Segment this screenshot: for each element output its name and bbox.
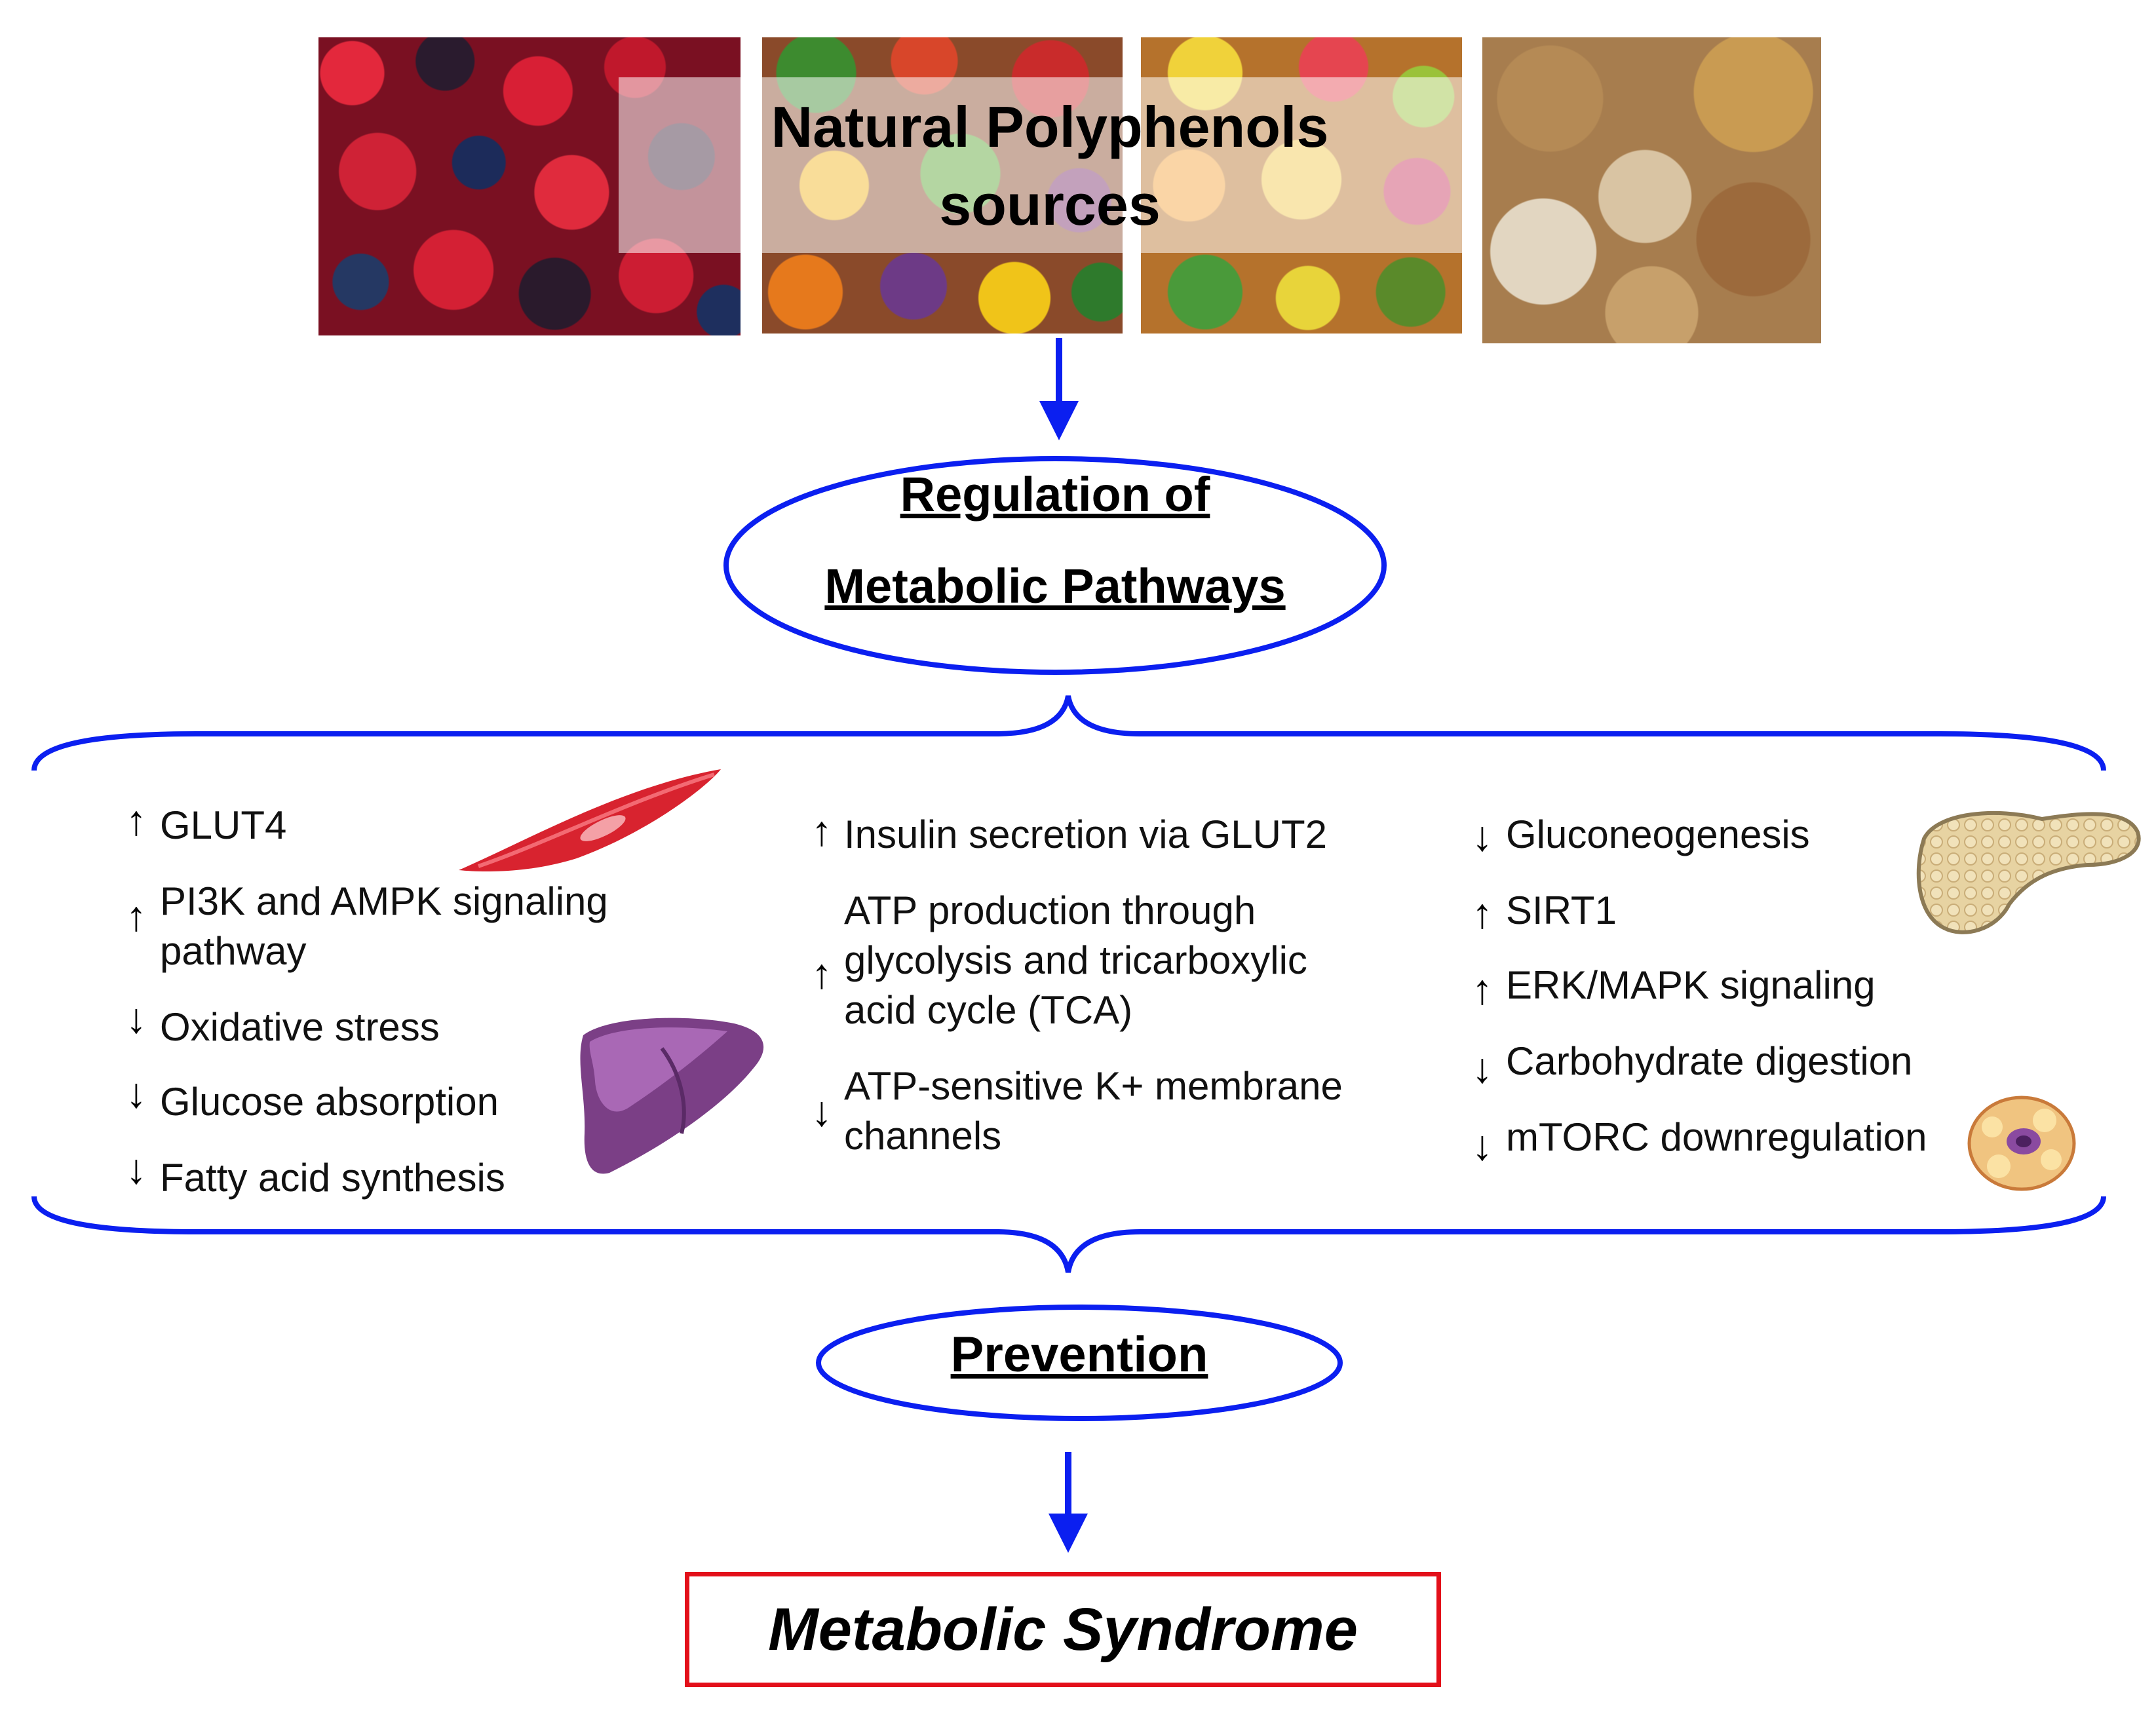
arrow-up-pi3k: ↑	[126, 892, 147, 940]
arrow-down-carbohydrate: ↓	[1472, 1044, 1493, 1092]
item-insulin-secretion: Insulin secretion via GLUT2	[844, 812, 1327, 856]
item-atp-line-2: glycolysis and tricarboxylic	[844, 938, 1307, 982]
prevention-label: Prevention	[950, 1327, 1208, 1382]
arrow-down-fatty-acid: ↓	[126, 1145, 147, 1192]
pancreas-icon	[1916, 810, 2141, 934]
item-mtorc-downregulation: mTORC downregulation	[1506, 1115, 1927, 1159]
item-pi3k-line-2: pathway	[160, 929, 307, 973]
title-overlay	[619, 77, 1481, 253]
regulation-line-2: Metabolic Pathways	[824, 559, 1286, 613]
item-carbohydrate-digestion: Carbohydrate digestion	[1506, 1039, 1913, 1083]
arrow-down-oxidative: ↓	[126, 995, 147, 1042]
adipocyte-icon	[1967, 1096, 2076, 1191]
arrow-down-glucose: ↓	[126, 1069, 147, 1116]
item-glut4: GLUT4	[160, 803, 287, 847]
item-katp-line-2: channels	[844, 1114, 1002, 1158]
metabolic-syndrome-box	[685, 1572, 1441, 1687]
lower-brace	[31, 1196, 2106, 1273]
arrow-up-glut4: ↑	[126, 797, 147, 844]
liver-icon	[580, 1018, 764, 1174]
arrow-down-gluconeogenesis: ↓	[1472, 812, 1493, 860]
item-glucose-absorption: Glucose absorption	[160, 1080, 499, 1124]
arrow-down-mtorc: ↓	[1472, 1122, 1493, 1169]
item-erk-mapk: ERK/MAPK signaling	[1506, 963, 1876, 1007]
item-oxidative-stress: Oxidative stress	[160, 1005, 440, 1049]
item-sirt1: SIRT1	[1506, 888, 1617, 932]
muscle-cell-icon	[459, 769, 721, 872]
title-line-2: sources	[939, 172, 1161, 237]
item-katp-line-1: ATP-sensitive K+ membrane	[844, 1064, 1343, 1108]
arrow-up-insulin: ↑	[811, 807, 832, 854]
item-fatty-acid-synthesis: Fatty acid synthesis	[160, 1156, 505, 1200]
item-pi3k-line-1: PI3K and AMPK signaling	[160, 879, 608, 923]
regulation-ellipse	[723, 456, 1387, 675]
arrow-down-katp: ↓	[811, 1088, 832, 1135]
arrow-up-sirt1: ↑	[1472, 890, 1493, 937]
upper-brace	[31, 695, 2106, 771]
metabolic-syndrome-label: Metabolic Syndrome	[768, 1595, 1358, 1663]
regulation-line-1: Regulation of	[900, 467, 1210, 522]
prevention-ellipse	[816, 1305, 1343, 1421]
grains-image	[1482, 37, 1821, 343]
item-atp-line-3: acid cycle (TCA)	[844, 988, 1133, 1032]
arrow-up-erk-mapk: ↑	[1472, 966, 1493, 1013]
title-line-1: Natural Polyphenols	[771, 94, 1329, 159]
item-atp-line-1: ATP production through	[844, 888, 1256, 932]
arrow-up-atp-production: ↑	[811, 950, 832, 997]
item-gluconeogenesis: Gluconeogenesis	[1506, 812, 1810, 856]
